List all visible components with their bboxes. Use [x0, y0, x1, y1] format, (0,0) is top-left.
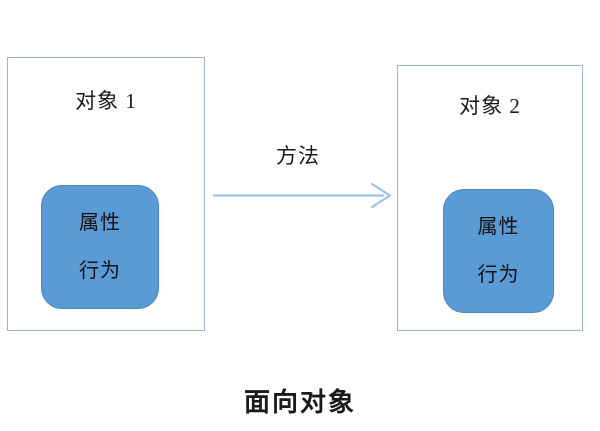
behaviors-label-2: 行为 — [477, 264, 520, 286]
attributes-label-1: 属性 — [79, 212, 121, 234]
behaviors-label-1: 行为 — [79, 260, 121, 282]
attributes-label-2: 属性 — [477, 216, 520, 238]
member-box-1[interactable]: 属性 行为 — [41, 185, 159, 309]
object-container-1[interactable]: 对象 1 属性 行为 — [7, 57, 205, 331]
member-box-2[interactable]: 属性 行为 — [443, 189, 554, 313]
object-title-1: 对象 1 — [75, 89, 137, 113]
object-title-2: 对象 2 — [459, 94, 521, 118]
method-arrow-icon — [213, 182, 392, 209]
diagram-caption: 面向对象 — [243, 388, 356, 418]
object-container-2[interactable]: 对象 2 属性 行为 — [397, 65, 583, 331]
method-arrow-label: 方法 — [276, 144, 320, 168]
